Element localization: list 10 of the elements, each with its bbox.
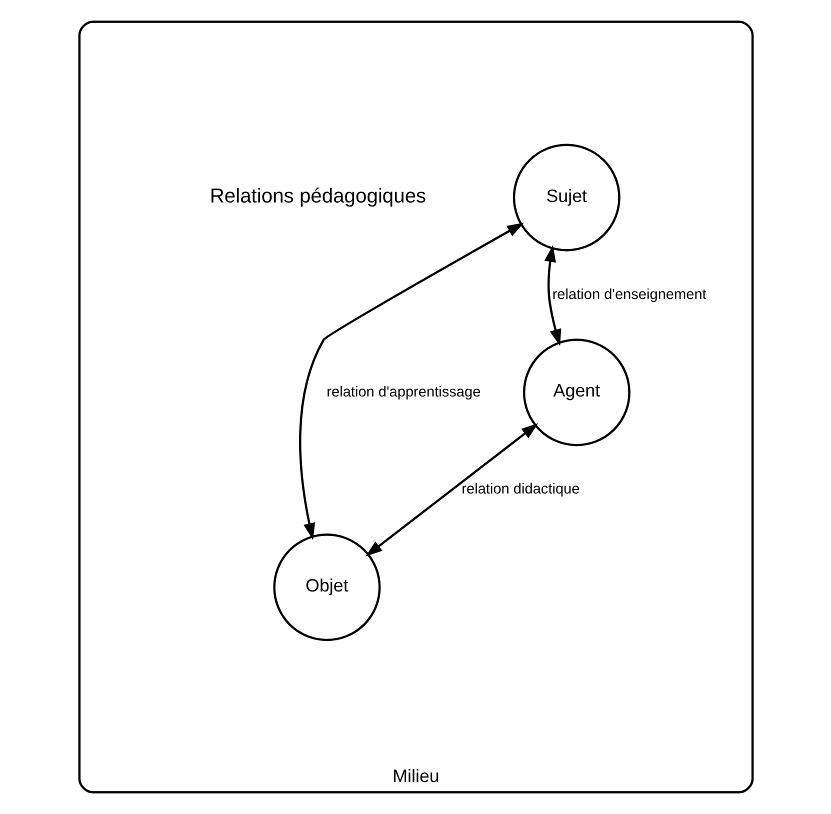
node-circle: Agent <box>522 338 630 446</box>
arrow <box>298 222 524 540</box>
node-circle: Objet <box>272 534 380 642</box>
edge-label: relation d'enseignement <box>552 286 706 303</box>
arrow <box>544 245 561 346</box>
edge-label: relation didactique <box>461 482 580 498</box>
label: Relations pédagogiques <box>209 185 426 208</box>
edge-label: relation d'apprentissage <box>326 384 480 400</box>
node-circle: Sujet <box>512 144 620 252</box>
arrow <box>365 423 538 556</box>
